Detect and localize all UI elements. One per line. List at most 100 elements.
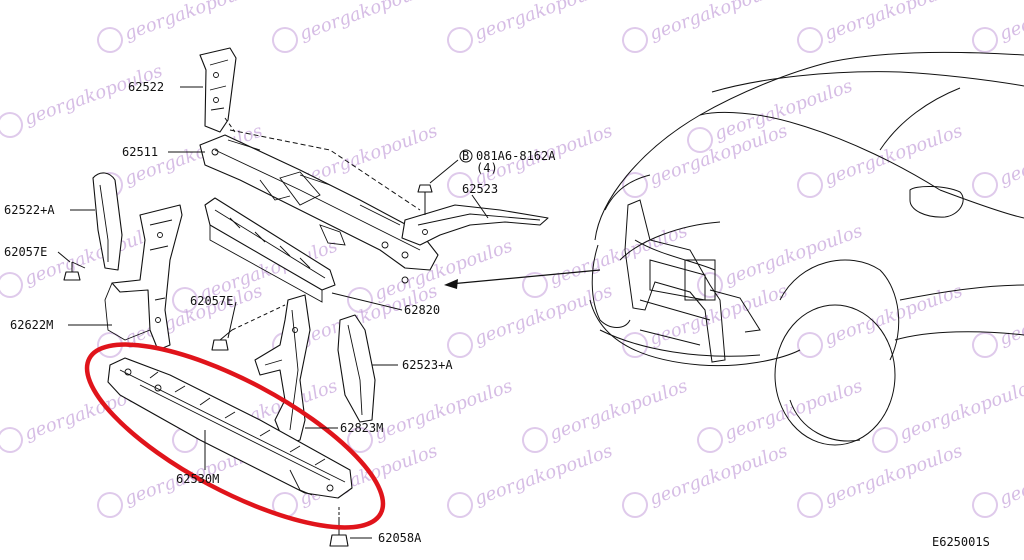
label-62057E-mid: 62057E	[190, 294, 233, 308]
watermark-text: georgakopoulos	[472, 280, 616, 349]
watermark: georgakopoulos	[797, 120, 966, 198]
watermark-text: georgakopoulos	[472, 0, 616, 45]
car-front-view	[589, 51, 1024, 446]
bolt-badge-circle	[459, 149, 473, 163]
watermark-logo-icon	[272, 27, 298, 53]
watermark-logo-icon	[622, 492, 648, 518]
watermark-logo-icon	[972, 492, 998, 518]
watermark-logo-icon	[622, 332, 648, 358]
label-62522A: 62522+A	[4, 203, 55, 217]
watermark-text: georgakopoulos	[372, 375, 516, 444]
label-62511: 62511	[122, 145, 158, 159]
watermark: georgakopoulos	[447, 0, 616, 53]
watermark: georgakopoulos	[622, 0, 791, 53]
watermark: georgakopoulos	[972, 280, 1024, 358]
label-62530M: 62530M	[176, 472, 219, 486]
watermark-logo-icon	[797, 27, 823, 53]
watermark-logo-icon	[687, 127, 713, 153]
watermark-logo-icon	[347, 287, 373, 313]
watermark-logo-icon	[972, 27, 998, 53]
leader-lines	[57, 86, 489, 539]
label-62058A: 62058A	[378, 531, 422, 545]
part-62057E-bolt-left	[63, 261, 86, 281]
watermark: georgakopoulos	[797, 0, 966, 53]
watermark: georgakopoulos	[797, 280, 965, 358]
watermark-logo-icon	[622, 172, 648, 198]
watermark-logo-icon	[447, 332, 473, 358]
watermark-logo-icon	[797, 332, 823, 358]
watermark-text: georgakopoulos	[822, 120, 966, 189]
pointer-arrow	[444, 269, 601, 289]
watermark-logo-icon	[972, 332, 998, 358]
watermark-text: georgakopoulos	[547, 375, 691, 444]
watermark-logo-icon	[522, 427, 548, 453]
watermark-logo-icon	[0, 112, 23, 138]
watermark-logo-icon	[172, 287, 198, 313]
label-62823M: 62823M	[340, 421, 383, 435]
watermark-logo-icon	[0, 427, 23, 453]
part-62057E-bolt-mid	[211, 304, 286, 351]
watermark-text: georgakopoulos	[22, 60, 166, 129]
watermark-logo-icon	[347, 427, 373, 453]
label-62622M: 62622M	[10, 318, 53, 332]
part-62522-bracket	[199, 47, 237, 133]
watermark-logo-icon	[797, 492, 823, 518]
part-62511-upper-support	[199, 117, 439, 284]
label-62820: 62820	[404, 303, 440, 317]
part-62522A-deflector	[92, 172, 123, 271]
watermark-text: georgakopoulos	[722, 220, 866, 289]
watermark-text: georgakopoulos	[297, 0, 441, 45]
watermark-logo-icon	[797, 172, 823, 198]
watermark-logo-icon	[0, 272, 23, 298]
highlight-ellipse	[84, 342, 386, 530]
watermark-logo-icon	[697, 427, 723, 453]
watermark-text: georgakopoulos	[897, 375, 1024, 444]
label-62523: 62523	[462, 182, 498, 196]
diagram-code: E625001S	[932, 535, 990, 549]
part-labels: 62522 62511 62522+A 62057E 62622M 62057E…	[4, 80, 990, 549]
label-62523A: 62523+A	[402, 358, 453, 372]
label-62057E-left: 62057E	[4, 245, 47, 259]
watermark-text: georgakopoulos	[472, 440, 616, 509]
watermark-text: georgakopoulos	[647, 280, 791, 349]
watermark-text: georgakopoulos	[722, 375, 866, 444]
part-62530M-lower-support	[107, 357, 353, 499]
watermark-logo-icon	[522, 272, 548, 298]
watermark-text: georgakopoulos	[822, 440, 966, 509]
watermark: georgakopoulos	[97, 0, 266, 53]
watermark-logo-icon	[447, 172, 473, 198]
part-62622M-member	[104, 204, 183, 351]
watermark-text: georgakopoulos	[997, 280, 1024, 349]
watermark-logo-icon	[872, 427, 898, 453]
watermark-text: georgakopoulos	[997, 440, 1024, 509]
watermark-text: georgakopoulos	[997, 0, 1024, 45]
part-62523-bracket	[401, 184, 549, 246]
watermark-logo-icon	[97, 27, 123, 53]
watermark-text: georgakopoulos	[122, 0, 266, 45]
watermark: georgakopoulos	[972, 440, 1024, 518]
part-62058A-bolt	[329, 505, 349, 547]
watermark: georgakopoulos	[972, 120, 1024, 198]
watermark-logo-icon	[447, 27, 473, 53]
label-bolt-code: 081A6-8162A	[476, 149, 556, 163]
part-62523A-deflector	[337, 314, 376, 423]
watermark: georgakopoulos	[0, 60, 166, 138]
watermark-logo-icon	[447, 492, 473, 518]
label-62522: 62522	[128, 80, 164, 94]
watermark-text: georgakopoulos	[647, 440, 791, 509]
watermark-logo-icon	[97, 492, 123, 518]
watermark-text: georgakopoulos	[822, 0, 966, 45]
watermark-text: georgakopoulos	[647, 0, 791, 45]
bolt-badge-letter: B	[462, 149, 469, 163]
watermark: georgakopoulos	[972, 0, 1024, 53]
label-bolt-qty: (4)	[476, 161, 498, 175]
watermark-logo-icon	[697, 272, 723, 298]
watermark: georgakopoulos	[872, 375, 1024, 453]
watermark: georgakopoulos	[447, 280, 616, 358]
watermark: georgakopoulos	[622, 120, 790, 198]
watermark-logo-icon	[622, 27, 648, 53]
part-62820-bracket	[204, 197, 336, 303]
watermark: georgakopoulos	[272, 0, 441, 53]
